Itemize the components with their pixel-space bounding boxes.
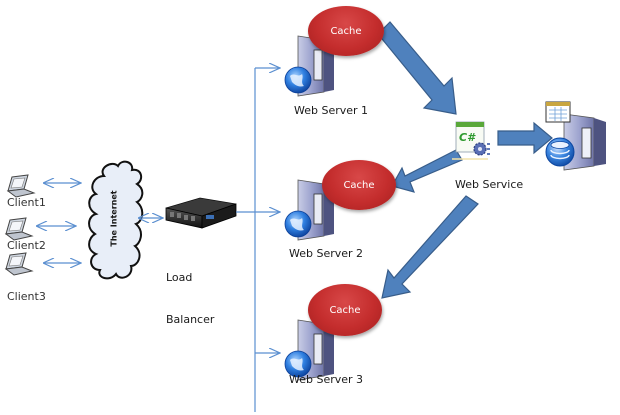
load-balancer-icon bbox=[165, 197, 237, 229]
webservice-to-cache2-arrow bbox=[391, 149, 463, 193]
internet-cloud-icon bbox=[88, 160, 144, 280]
load-balancer-label-line2: Balancer bbox=[166, 313, 215, 326]
cache-web-server-1: Cache bbox=[308, 6, 384, 56]
web-server-3-icon bbox=[284, 319, 334, 381]
webservice-to-cache3-arrow bbox=[381, 195, 479, 299]
load-balancer-label-line1: Load bbox=[166, 271, 193, 284]
webservice-to-database-arrow bbox=[497, 121, 553, 155]
web-service-csharp-icon: C# bbox=[452, 121, 490, 160]
client-2-laptop-icon bbox=[4, 217, 34, 241]
database-server-icon bbox=[545, 101, 606, 171]
client-3-label: Client3 bbox=[7, 290, 46, 303]
internet-label: The Internet bbox=[109, 190, 119, 247]
cache-label: Cache bbox=[343, 179, 375, 191]
web-service-label: Web Service bbox=[455, 178, 524, 191]
load-balancer-label: Load Balancer bbox=[166, 243, 214, 341]
client-2-label: Client2 bbox=[7, 239, 46, 252]
web-server-3-label: Web Server 3 bbox=[289, 373, 364, 386]
web-server-2-label: Web Server 2 bbox=[289, 247, 364, 260]
client-1-label: Client1 bbox=[7, 196, 46, 209]
cache1-to-webservice-arrow bbox=[377, 21, 457, 115]
cache-label: Cache bbox=[330, 25, 362, 37]
cache-label: Cache bbox=[329, 304, 361, 316]
web-server-2-icon bbox=[284, 179, 334, 241]
client-3-laptop-icon bbox=[4, 252, 34, 276]
cache-web-server-2: Cache bbox=[322, 160, 396, 210]
svg-text:C#: C# bbox=[459, 131, 476, 144]
web-server-1-label: Web Server 1 bbox=[294, 104, 369, 117]
cache-web-server-3: Cache bbox=[308, 284, 382, 336]
client-1-laptop-icon bbox=[6, 174, 36, 198]
